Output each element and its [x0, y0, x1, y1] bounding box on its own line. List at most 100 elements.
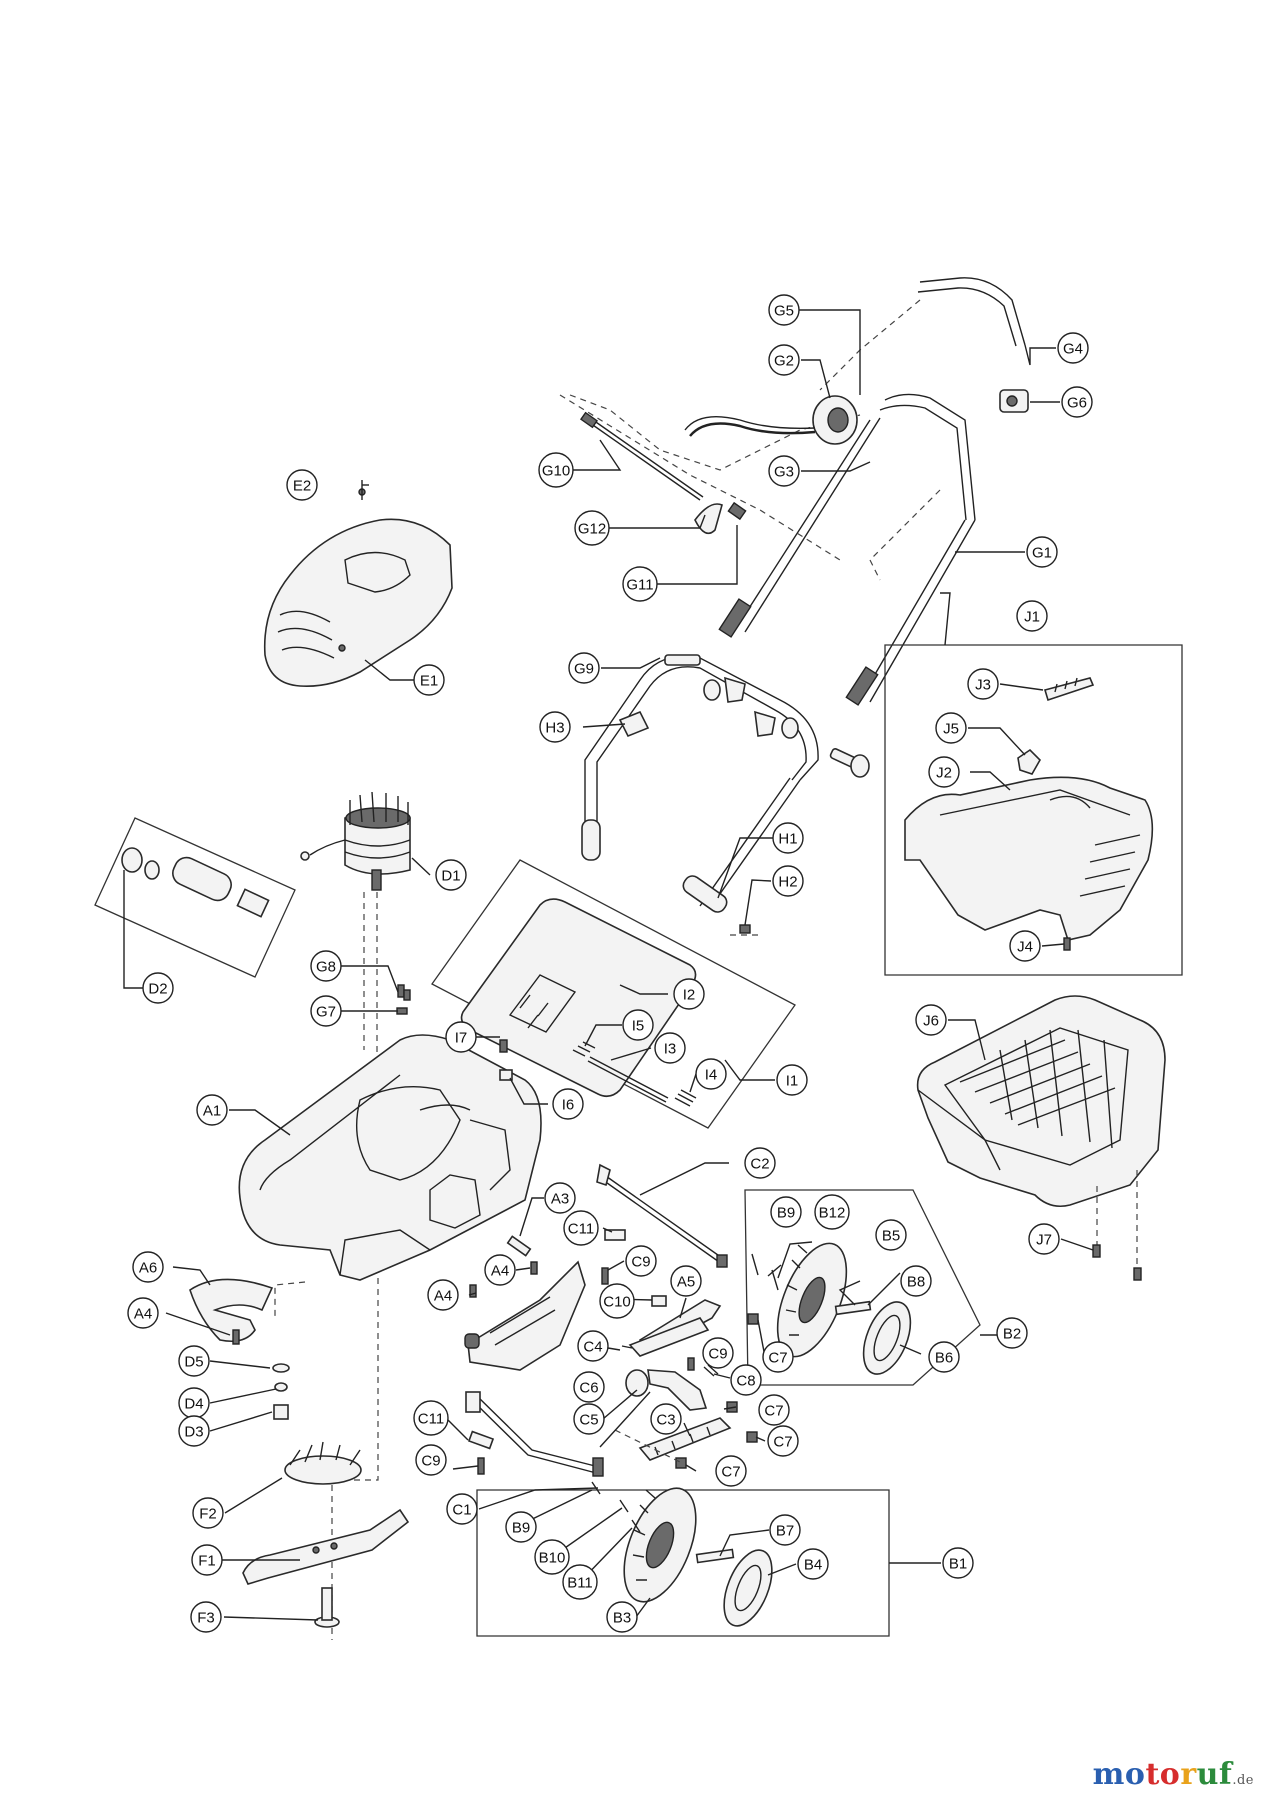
screw-i7	[499, 1039, 508, 1053]
screw-g7	[396, 1007, 408, 1015]
callout-b7: B7	[769, 1514, 801, 1546]
callout-d2: D2	[142, 972, 174, 1004]
callout-label: C9	[631, 1254, 650, 1271]
pin-c10	[651, 1295, 667, 1307]
spring-i5	[572, 1041, 596, 1057]
hinge-guard-a6	[189, 1278, 274, 1343]
callout-j1: J1	[1016, 600, 1048, 632]
spring-c8	[703, 1364, 719, 1377]
callout-g1: G1	[1026, 536, 1058, 568]
callout-i4: I4	[695, 1058, 727, 1090]
callout-g11: G11	[622, 566, 658, 602]
callout-f2: F2	[192, 1497, 224, 1529]
callout-g8: G8	[310, 950, 342, 982]
callout-label: I7	[455, 1030, 468, 1047]
motor-shaft-dash	[331, 1080, 379, 1640]
callout-label: G9	[574, 661, 594, 678]
callout-b11: B11	[562, 1564, 598, 1600]
callout-b2: B2	[996, 1317, 1028, 1349]
callout-label: C6	[579, 1380, 598, 1397]
screw-c7-1	[747, 1313, 759, 1325]
screw-a4-bottom	[232, 1329, 240, 1345]
blade-f1	[242, 1508, 410, 1585]
clip-i6	[499, 1069, 513, 1081]
callout-b4: B4	[797, 1548, 829, 1580]
callout-h2: H2	[772, 865, 804, 897]
handle-knob-left	[664, 654, 746, 703]
screw-j4	[1063, 937, 1071, 951]
clip-b9-rear	[751, 1253, 759, 1276]
callout-label: F3	[197, 1610, 215, 1627]
callout-label: C2	[750, 1156, 769, 1173]
callout-label: B10	[539, 1550, 566, 1567]
callout-d4: D4	[178, 1387, 210, 1419]
callout-j2: J2	[928, 756, 960, 788]
callout-label: B1	[949, 1556, 967, 1573]
callout-label: C7	[721, 1464, 740, 1481]
callout-label: A6	[139, 1260, 157, 1277]
callout-label: E2	[293, 478, 311, 495]
pin-a3	[506, 1235, 532, 1257]
washer-b11	[631, 1519, 641, 1533]
callout-label: I3	[664, 1041, 677, 1058]
upper-handle	[718, 277, 1026, 706]
callout-label: G11	[626, 577, 653, 594]
latch-j5	[1017, 748, 1041, 775]
handle-dash-line-3	[819, 299, 921, 391]
screw-a4-left	[469, 1284, 477, 1298]
screw-j7-right	[1133, 1267, 1142, 1281]
callout-label: A4	[434, 1288, 452, 1305]
callout-c3: C3	[650, 1403, 682, 1435]
callout-label: I6	[562, 1097, 575, 1114]
front-axle-c1	[465, 1391, 604, 1477]
callout-a5: A5	[670, 1265, 702, 1297]
rear-hubcap-b6	[862, 1301, 912, 1375]
callout-label: C5	[579, 1412, 598, 1429]
bolt-b7	[695, 1548, 735, 1564]
callout-b1: B1	[942, 1547, 974, 1579]
screw-c9-upper	[601, 1267, 609, 1285]
callout-g10: G10	[538, 452, 574, 488]
callout-label: C9	[421, 1453, 440, 1470]
cable-clip-h3	[618, 710, 650, 738]
rod-i3	[587, 1056, 669, 1103]
callout-label: B9	[777, 1205, 795, 1222]
bolt-b8	[834, 1300, 872, 1316]
rear-axle-c2	[596, 1163, 728, 1268]
callout-a3: A3	[544, 1182, 576, 1214]
callout-label: C7	[764, 1403, 783, 1420]
callout-b6: B6	[928, 1341, 960, 1373]
screw-g8	[397, 984, 411, 1001]
callout-c9: C9	[625, 1245, 657, 1277]
callout-label: I1	[786, 1073, 799, 1090]
callout-label: E1	[420, 673, 438, 690]
callout-label: A4	[491, 1263, 509, 1280]
engine-cover	[263, 480, 453, 688]
callout-g2: G2	[768, 344, 800, 376]
mower-deck	[238, 1034, 542, 1320]
callout-label: G12	[578, 521, 606, 538]
callout-label: F2	[199, 1506, 217, 1523]
callout-label: H3	[545, 720, 564, 737]
switch-box	[684, 395, 858, 445]
callout-label: C7	[768, 1350, 787, 1367]
callout-label: B12	[819, 1205, 846, 1222]
callout-label: J5	[943, 721, 959, 738]
callout-a4b: A4	[427, 1279, 459, 1311]
clip-c11-lower	[467, 1430, 495, 1450]
link-c4	[628, 1317, 710, 1357]
callout-label: B8	[907, 1274, 925, 1291]
callout-label: H1	[778, 831, 797, 848]
callout-c4: C4	[577, 1330, 609, 1362]
washer-d5	[272, 1363, 290, 1373]
callout-d1: D1	[435, 859, 467, 891]
clip-c11-upper	[604, 1229, 626, 1241]
grass-bag-group-box	[884, 644, 1183, 976]
callout-g6: G6	[1061, 386, 1093, 418]
callout-j6: J6	[915, 1004, 947, 1036]
handle-dash-line-4	[869, 489, 941, 581]
callout-d5: D5	[178, 1345, 210, 1377]
callout-label: I5	[632, 1018, 645, 1035]
